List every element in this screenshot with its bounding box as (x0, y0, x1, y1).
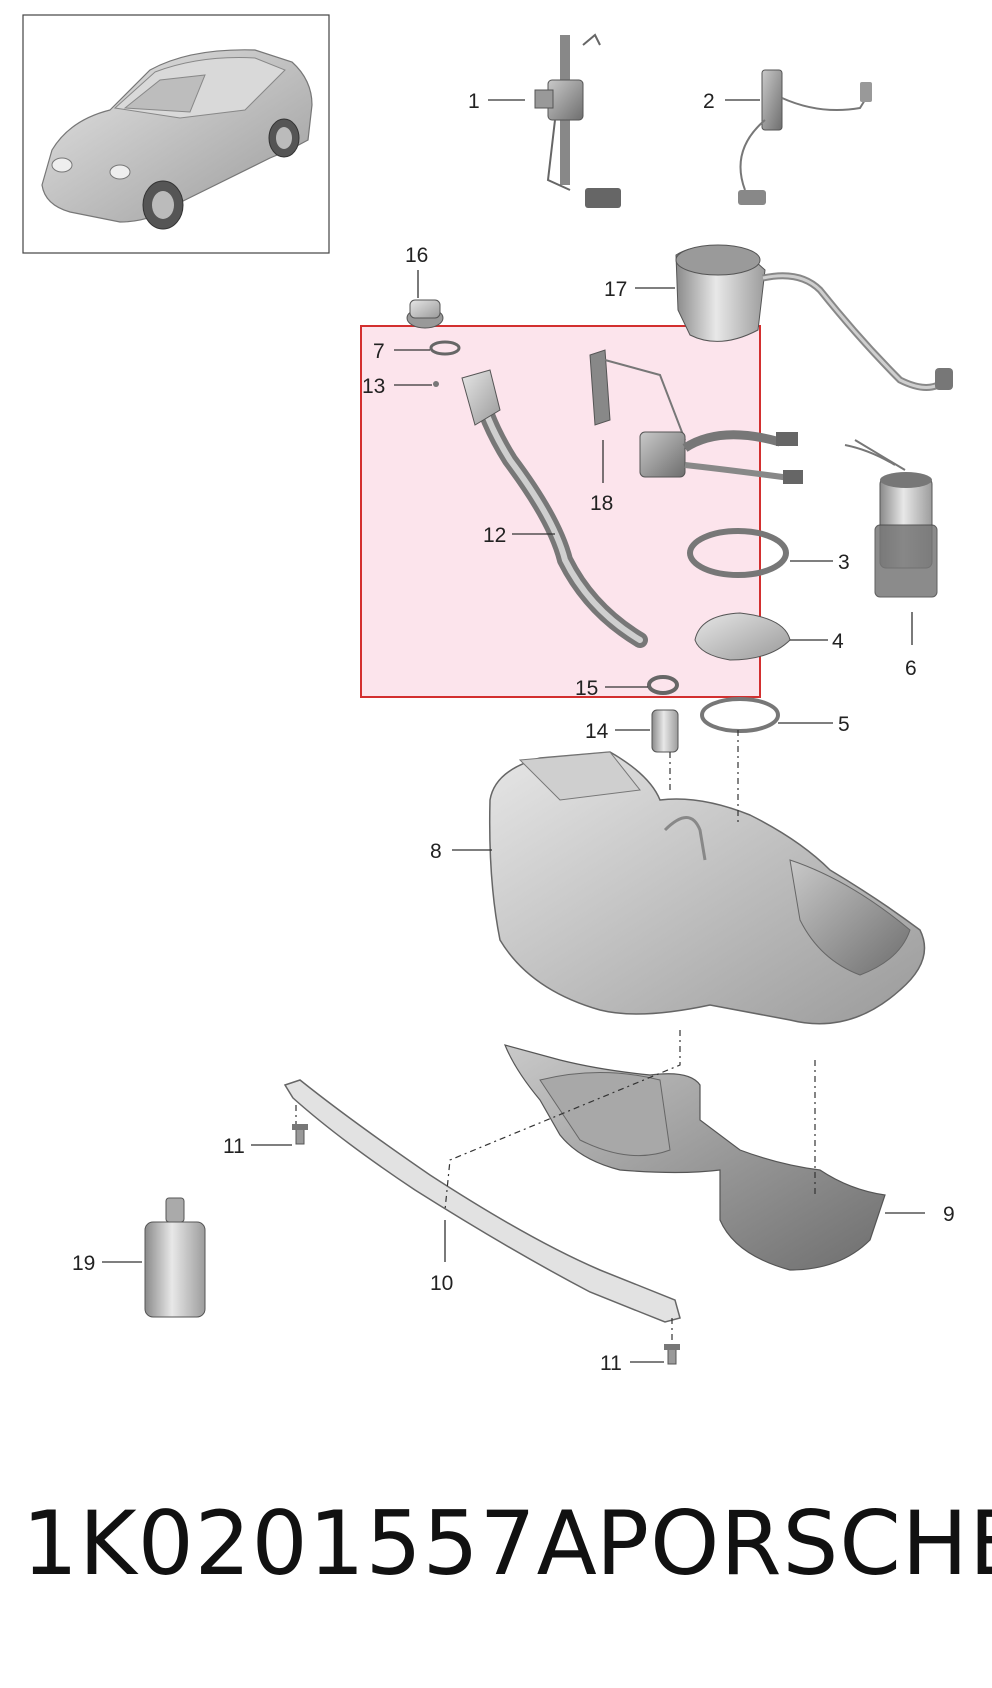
callout-19: 19 (72, 1252, 95, 1275)
part-17-carbon-canister (675, 244, 953, 391)
callout-18: 18 (590, 492, 613, 515)
part-12-filler-neck (461, 369, 648, 648)
callout-5: 5 (838, 713, 850, 736)
part-18-valve-assembly (589, 349, 803, 484)
leader-lines (102, 99, 925, 1363)
part-5-o-ring (700, 697, 780, 733)
part-16-filler-cap (406, 299, 444, 329)
part-11-bolt-b (664, 1344, 680, 1365)
part-2-fuel-sender (738, 69, 872, 205)
callout-labels: 1 2 3 4 5 6 7 8 9 10 11 11 12 13 14 15 1… (72, 90, 955, 1375)
part-19-bottle (144, 1197, 206, 1318)
part-13-screw (433, 381, 439, 387)
callout-10: 10 (430, 1272, 453, 1295)
part-number-caption: 1K0201557A (22, 1492, 598, 1595)
part-1-fuel-sender (534, 33, 621, 208)
part-11-bolt-a (292, 1124, 308, 1145)
callout-3: 3 (838, 551, 850, 574)
callout-4: 4 (832, 630, 844, 653)
part-4-flange (694, 612, 791, 661)
callout-9: 9 (943, 1203, 955, 1226)
callout-13: 13 (362, 375, 385, 398)
part-8-fuel-tank (488, 751, 926, 1025)
vehicle-thumbnail (22, 14, 330, 254)
part-7-o-ring (429, 340, 461, 356)
callout-1: 1 (468, 90, 480, 113)
assembly-lines (295, 730, 816, 1344)
callout-11-left: 11 (223, 1135, 245, 1158)
callout-14: 14 (585, 720, 609, 743)
callout-16: 16 (405, 244, 428, 267)
callout-7: 7 (373, 340, 385, 363)
part-9-heat-shield (503, 1044, 886, 1271)
part-3-locking-ring (687, 528, 789, 578)
highlight-region (360, 325, 761, 698)
callout-2: 2 (703, 90, 715, 113)
callout-12: 12 (483, 524, 506, 547)
part-14-connector (651, 709, 679, 753)
callout-11-right: 11 (600, 1352, 622, 1375)
callout-15: 15 (575, 677, 598, 700)
part-6-fuel-pump (844, 439, 938, 598)
car-illustration (41, 49, 313, 230)
callout-17: 17 (604, 278, 627, 301)
part-15-hose-clamp (647, 675, 679, 695)
callout-6: 6 (905, 657, 917, 680)
callout-8: 8 (430, 840, 442, 863)
brand-caption: PORSCHE (596, 1492, 992, 1595)
